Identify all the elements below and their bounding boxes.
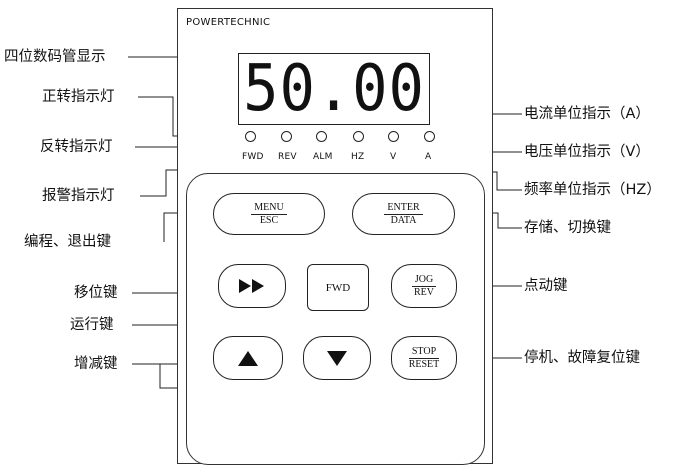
- rev-led: [281, 131, 292, 142]
- callout-jog-key: 点动键: [524, 278, 568, 294]
- callout-run-key: 运行键: [70, 317, 114, 333]
- shift-key[interactable]: [218, 264, 286, 308]
- fwd-key-label: FWD: [325, 281, 351, 294]
- callout-stop-reset-key: 停机、故障复位键: [524, 350, 640, 366]
- v-led: [388, 131, 399, 142]
- data-key-label: DATA: [390, 214, 417, 226]
- enter-key-label: ENTER: [384, 202, 423, 215]
- callout-display: 四位数码管显示: [4, 49, 106, 65]
- fwd-run-key[interactable]: FWD: [307, 264, 369, 311]
- alm-indicator-label: ALM: [313, 152, 333, 162]
- a-led: [424, 131, 435, 142]
- menu-key-label: MENU: [251, 202, 287, 215]
- alm-led: [316, 131, 327, 142]
- down-triangle-icon: [327, 350, 347, 366]
- hz-indicator-label: HZ: [351, 152, 365, 162]
- callout-program-exit-key: 编程、退出键: [24, 234, 111, 250]
- double-right-arrow-icon: [239, 279, 264, 293]
- stop-reset-key[interactable]: STOP RESET: [391, 336, 457, 380]
- rev-key-label: REV: [414, 286, 434, 298]
- jog-key-label: JOG: [411, 274, 437, 287]
- fwd-indicator-label: FWD: [242, 152, 264, 162]
- v-indicator-label: V: [390, 152, 397, 162]
- hz-led: [353, 131, 364, 142]
- a-indicator-label: A: [425, 152, 432, 162]
- callout-reverse-led: 反转指示灯: [40, 139, 113, 155]
- reset-key-label: RESET: [408, 358, 440, 370]
- callout-forward-led: 正转指示灯: [42, 89, 115, 105]
- display-value: 50.00: [243, 52, 425, 126]
- callout-frequency-unit: 频率单位指示（HZ）: [524, 182, 661, 198]
- brand-label: POWERTECHNIC: [186, 17, 271, 28]
- stop-key-label: STOP: [408, 346, 440, 359]
- decrease-key[interactable]: [303, 336, 371, 380]
- callout-voltage-unit: 电压单位指示（V）: [524, 144, 650, 160]
- rev-indicator-label: REV: [278, 152, 297, 162]
- callout-store-switch-key: 存储、切换键: [524, 220, 611, 236]
- increase-key[interactable]: [213, 336, 283, 380]
- esc-key-label: ESC: [259, 214, 279, 226]
- up-triangle-icon: [238, 350, 258, 366]
- enter-data-key[interactable]: ENTER DATA: [352, 193, 455, 235]
- callout-shift-key: 移位键: [74, 285, 118, 301]
- callout-current-unit: 电流单位指示（A）: [524, 106, 650, 122]
- jog-rev-key[interactable]: JOG REV: [391, 264, 457, 308]
- four-digit-display: 50.00: [238, 53, 430, 125]
- menu-esc-key[interactable]: MENU ESC: [213, 193, 325, 235]
- fwd-led: [245, 131, 256, 142]
- callout-alarm-led: 报警指示灯: [42, 188, 115, 204]
- callout-inc-dec-key: 增减键: [74, 356, 118, 372]
